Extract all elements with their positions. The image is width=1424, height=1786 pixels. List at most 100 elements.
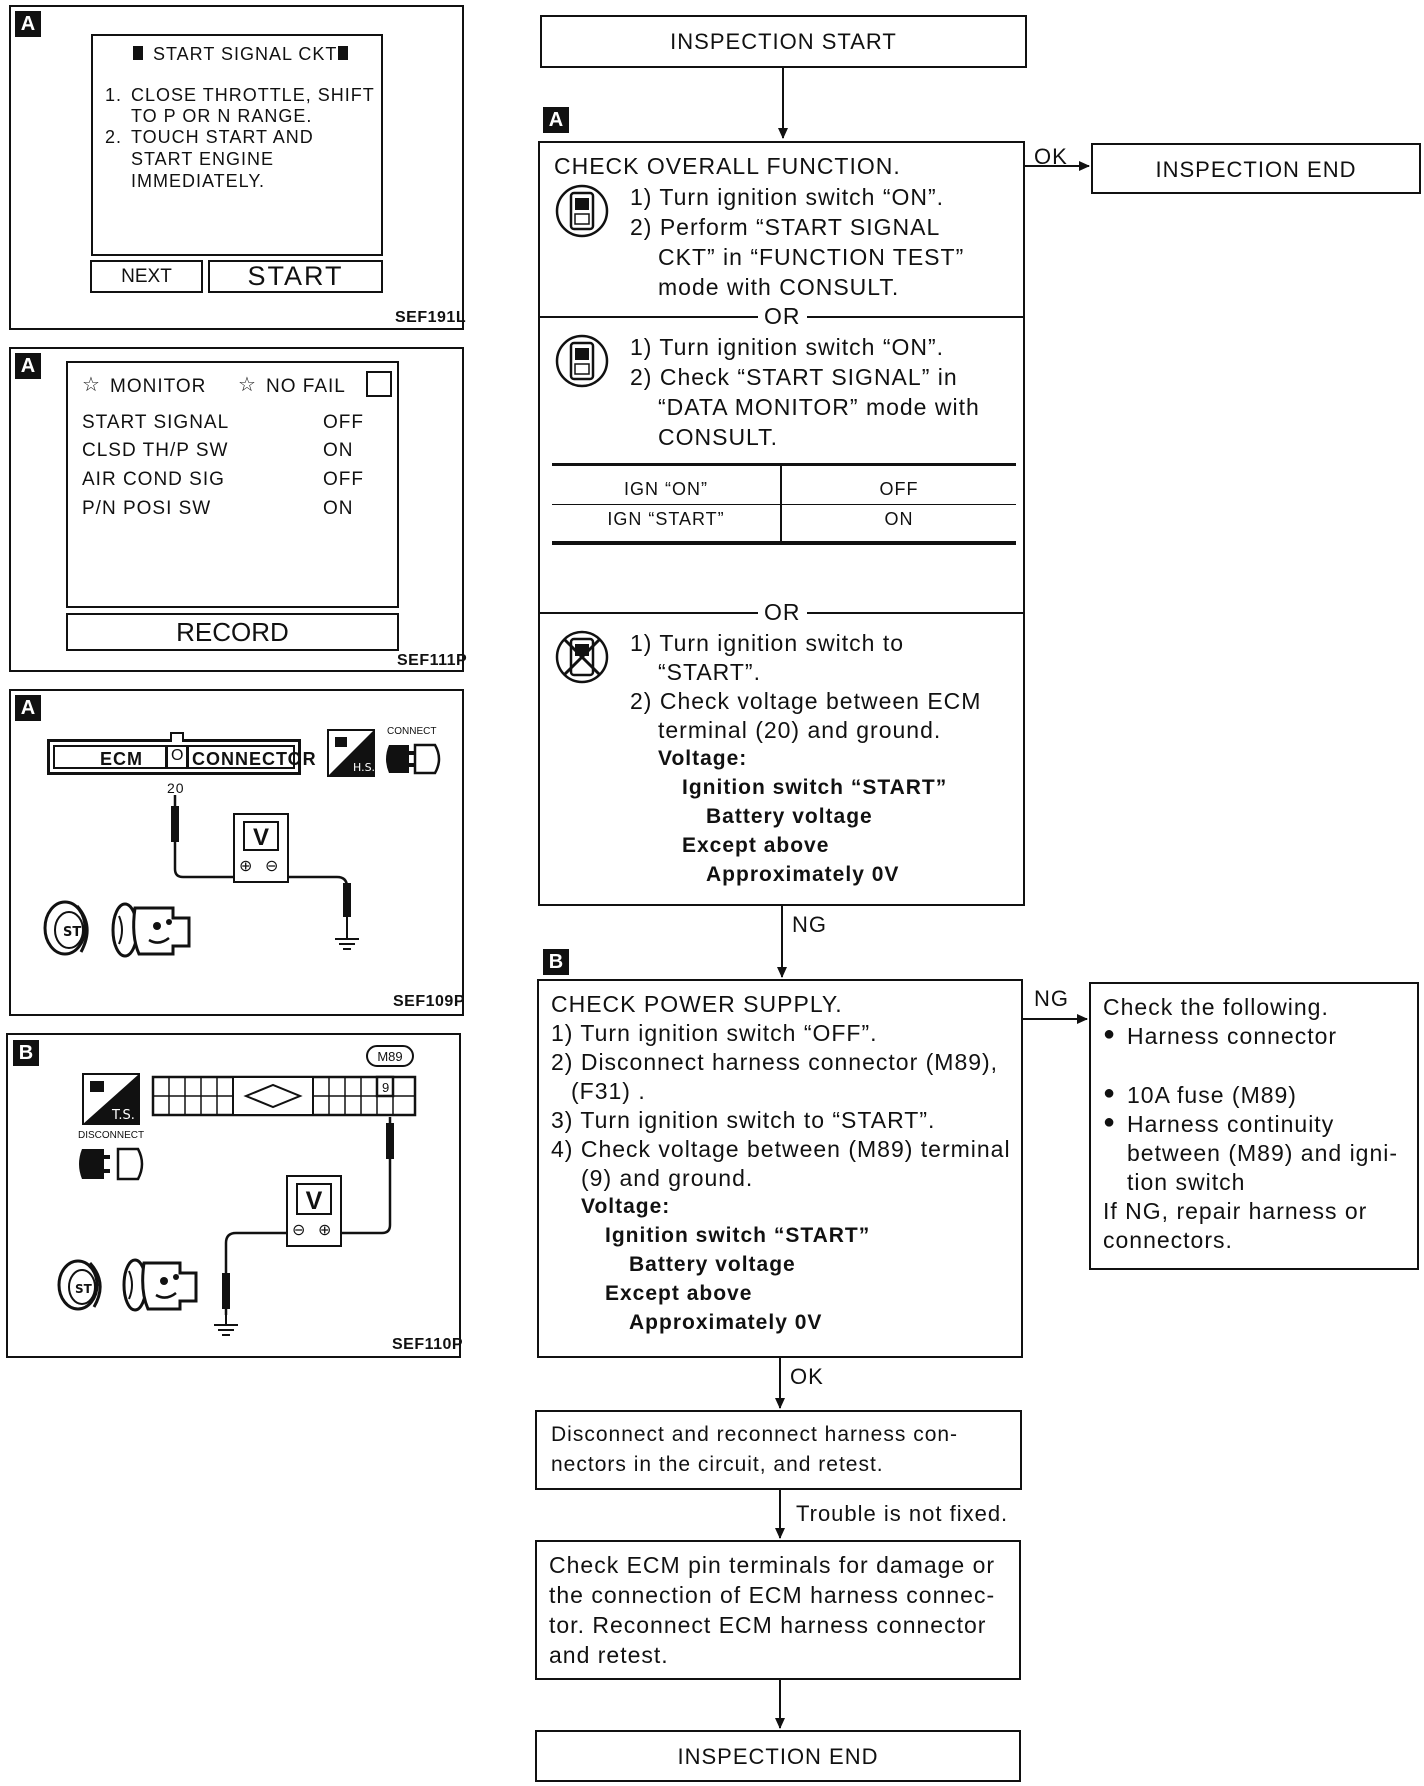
monitor-spec-table: IGN “ON” OFF IGN “START” ON [552, 463, 1016, 545]
instruction-line: “START”. [658, 659, 761, 685]
step-title: CHECK OVERALL FUNCTION. [554, 153, 901, 179]
inspection-end-label: INSPECTION END [1155, 157, 1357, 182]
connect-plug-icon [386, 743, 441, 775]
ecm-pin-check-box: Check ECM pin terminals for damage or th… [535, 1540, 1021, 1680]
voltage-label: Voltage: [658, 747, 748, 770]
table-condition: IGN “ON” [624, 479, 708, 499]
monitor-header: MONITOR [110, 376, 207, 397]
start-button[interactable]: START [208, 260, 383, 293]
flow-tag-b: B [543, 949, 569, 975]
next-button[interactable]: NEXT [90, 260, 203, 293]
terminal-number: 20 [167, 780, 185, 796]
checkbox[interactable] [366, 371, 392, 397]
connector-divider [165, 745, 168, 769]
ok-label: OK [790, 1364, 824, 1389]
instruction-line: 4) Check voltage between (M89) terminal [551, 1136, 1011, 1162]
probe-wiring [171, 795, 359, 950]
ng-label: NG [792, 912, 827, 937]
table-row-divider [552, 504, 1016, 505]
screen-step-text: CLOSE THROTTLE, SHIFT [131, 85, 375, 105]
nofail-header: NO FAIL [266, 376, 346, 397]
connect-label: CONNECT [387, 726, 437, 737]
instruction-line: 2) Check voltage between ECM [630, 688, 982, 714]
check-following-box: Check the following. ● Harness connector… [1089, 982, 1419, 1270]
or-label: OR [758, 601, 807, 624]
probe-wiring [214, 1117, 394, 1336]
ts-icon: T.S. [82, 1073, 140, 1125]
connector-divider [186, 745, 189, 769]
table-value: ON [884, 509, 914, 529]
bullet-icon: ● [1103, 1082, 1117, 1104]
plus-terminal-icon: ⊕ [239, 858, 254, 875]
monitor-item-value: ON [323, 440, 354, 461]
instruction-line: (9) and ground. [581, 1165, 754, 1191]
bullet-icon: ● [1103, 1023, 1117, 1045]
voltmeter-display: V [296, 1183, 332, 1215]
consult-icon [555, 184, 609, 238]
section-tag-a: A [15, 695, 41, 721]
svg-text:ST: ST [75, 1282, 93, 1296]
instruction-line: Disconnect and reconnect harness con- [551, 1423, 959, 1446]
inspection-end-box: INSPECTION END [1091, 143, 1421, 194]
step-title: Check the following. [1103, 994, 1329, 1020]
instruction-line: 1) Turn ignition switch “OFF”. [551, 1020, 878, 1046]
check-item: 10A fuse (M89) [1127, 1082, 1297, 1108]
voltage-value: Approximately 0V [629, 1311, 823, 1334]
star-icon: ☆ [238, 374, 257, 396]
connector-pin-icon: O [171, 747, 185, 764]
screen-title-block-left [133, 46, 143, 60]
check-item: tion switch [1127, 1169, 1246, 1195]
connector-latch [170, 732, 184, 742]
consult-icon [555, 334, 609, 388]
section-tag-a: A [15, 353, 41, 379]
instruction-line: and retest. [549, 1642, 669, 1668]
check-power-supply-box: CHECK POWER SUPPLY. 1) Turn ignition swi… [537, 979, 1023, 1358]
monitor-screen: ☆ MONITOR ☆ NO FAIL START SIGNAL OFF CLS… [66, 361, 399, 608]
voltage-label: Voltage: [581, 1195, 671, 1218]
check-overall-function-box: CHECK OVERALL FUNCTION. 1) Turn ignition… [538, 141, 1025, 906]
minus-terminal-icon: ⊖ [292, 1222, 307, 1239]
voltage-value: Battery voltage [629, 1253, 796, 1276]
voltage-value: Approximately 0V [706, 863, 900, 886]
power-supply-check-panel: B M89 9 T.S. DISCONNECT [6, 1033, 463, 1358]
instruction-line: CKT” in “FUNCTION TEST” [658, 244, 965, 270]
instruction-line: terminal (20) and ground. [658, 717, 942, 743]
section-tag-a: A [15, 11, 41, 37]
instruction-line: Check ECM pin terminals for damage or [549, 1552, 996, 1578]
monitor-item-value: ON [323, 498, 354, 519]
instruction-line: 3) Turn ignition switch to “START”. [551, 1107, 936, 1133]
instruction-line: “DATA MONITOR” mode with [658, 394, 980, 420]
table-value: OFF [879, 479, 919, 499]
screen-step-number: 2. [105, 127, 123, 147]
step-title: CHECK POWER SUPPLY. [551, 991, 843, 1017]
or-label: OR [758, 305, 807, 328]
monitor-item-name: CLSD TH/P SW [82, 440, 229, 461]
engine-icon [111, 902, 191, 958]
voltmeter: V ⊖ ⊕ [286, 1175, 342, 1247]
monitor-item-name: P/N POSI SW [82, 498, 212, 519]
figure-ref: SEF111P [397, 652, 468, 669]
voltage-value: Battery voltage [706, 805, 873, 828]
instruction-line: (F31) . [571, 1078, 646, 1104]
screen-step-text: START ENGINE [131, 149, 275, 169]
instruction-line: 2) Check “START SIGNAL” in [630, 364, 958, 390]
connector-id-badge: M89 [366, 1045, 414, 1067]
disconnect-plug-icon [79, 1147, 144, 1181]
minus-terminal-icon: ⊖ [265, 858, 280, 875]
screen-step-text: TOUCH START AND [131, 127, 314, 147]
flow-tag-a: A [543, 107, 569, 133]
check-item: Harness continuity [1127, 1111, 1335, 1137]
trouble-label: Trouble is not fixed. [796, 1501, 1009, 1526]
screen-step-text: TO P OR N RANGE. [131, 106, 313, 126]
ok-label: OK [1034, 144, 1068, 169]
ecm-terminal-check-panel: A ECM O CONNECTOR 20 H.S. CONNECT V [9, 689, 464, 1016]
inspection-end-label: INSPECTION END [677, 1744, 879, 1769]
record-button[interactable]: RECORD [66, 613, 399, 651]
terminal-number: 9 [382, 1080, 391, 1095]
voltage-condition: Except above [605, 1282, 753, 1305]
reconnect-box: Disconnect and reconnect harness con- ne… [535, 1410, 1022, 1490]
hs-icon: H.S. [327, 729, 375, 777]
instruction-line: 2) Disconnect harness connector (M89), [551, 1049, 999, 1075]
ignition-key-icon: ST [57, 1259, 102, 1311]
